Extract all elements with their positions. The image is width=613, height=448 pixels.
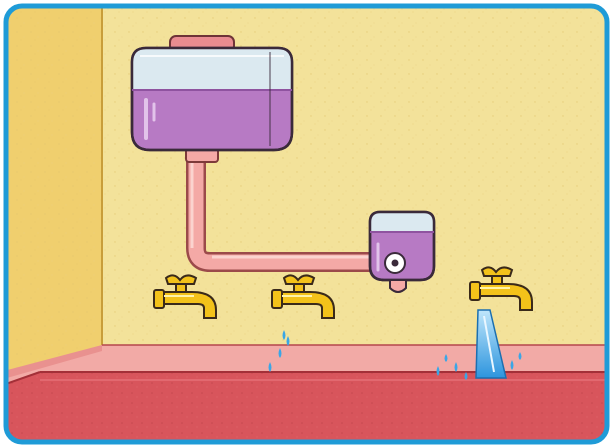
soap-dispenser: dispenser-icon — [370, 212, 434, 292]
water-tank: tank-icon — [132, 36, 292, 150]
